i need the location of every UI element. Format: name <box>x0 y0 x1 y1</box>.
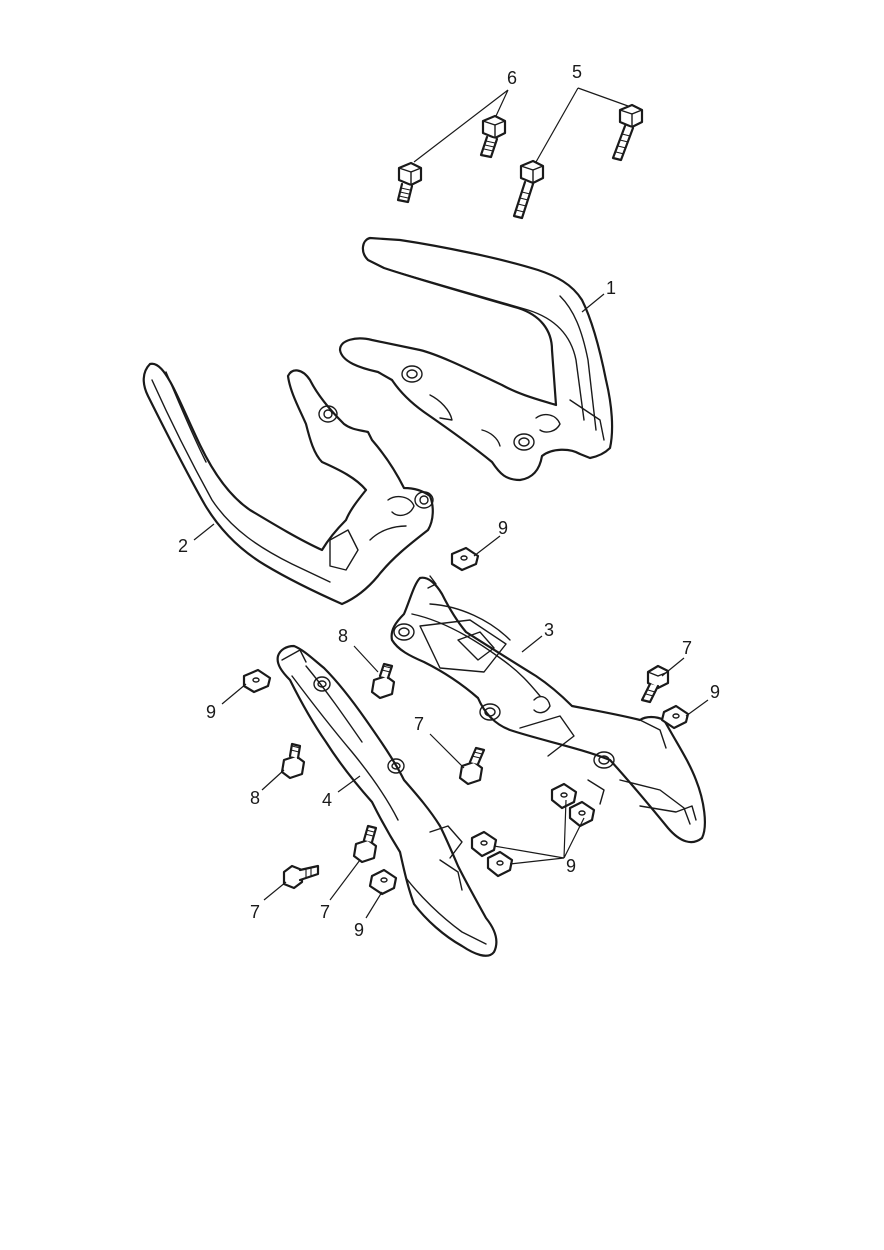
callout-2: 2 <box>178 536 188 556</box>
clip-nut-9-group-b[interactable] <box>568 800 596 828</box>
callout-7-right: 7 <box>682 638 692 658</box>
leader-lines <box>193 87 709 919</box>
callout-7-lower-centre: 7 <box>320 902 330 922</box>
callout-9-lower: 9 <box>354 920 364 940</box>
clip-nut-9-right[interactable] <box>660 704 690 730</box>
callout-7-centre: 7 <box>414 714 424 734</box>
part-2-left-grab-rail[interactable] <box>142 362 434 606</box>
bolt-7-lower-centre[interactable] <box>352 824 378 864</box>
bolt-7-centre[interactable] <box>458 746 486 786</box>
bolt-5-left[interactable] <box>512 159 545 220</box>
callout-1: 1 <box>606 278 616 298</box>
callout-labels: 1 2 3 4 5 6 7 7 7 7 8 8 9 9 9 9 9 <box>178 62 720 940</box>
bolt-5-right[interactable] <box>611 103 644 162</box>
callout-8-lower: 8 <box>250 788 260 808</box>
clip-nut-9-lower[interactable] <box>368 868 398 896</box>
bolt-7-lower-left[interactable] <box>282 864 320 890</box>
callout-9-left: 9 <box>206 702 216 722</box>
callout-3: 3 <box>544 620 554 640</box>
callout-9-right: 9 <box>710 682 720 702</box>
callout-9-group: 9 <box>566 856 576 876</box>
bolt-7-right[interactable] <box>640 664 670 704</box>
bolt-6-right[interactable] <box>479 114 507 159</box>
callout-9-top: 9 <box>498 518 508 538</box>
clip-nut-9-group-c[interactable] <box>470 830 498 858</box>
bolt-8-upper[interactable] <box>370 662 396 700</box>
part-1-right-grab-rail[interactable] <box>338 236 614 482</box>
bolt-6-left[interactable] <box>396 161 423 204</box>
callout-8-upper: 8 <box>338 626 348 646</box>
bolt-8-lower[interactable] <box>280 742 306 780</box>
callout-4: 4 <box>322 790 332 810</box>
callout-5: 5 <box>572 62 582 82</box>
clip-nut-9-top[interactable] <box>450 546 480 572</box>
callout-6: 6 <box>507 68 517 88</box>
clip-nut-9-group-a[interactable] <box>550 782 578 810</box>
part-4-side-bracket[interactable] <box>276 644 498 957</box>
clip-nut-9-left[interactable] <box>242 668 272 694</box>
part-3-mounting-bracket[interactable] <box>390 575 706 844</box>
callout-7-lower-left: 7 <box>250 902 260 922</box>
clip-nut-9-group-d[interactable] <box>486 850 514 878</box>
